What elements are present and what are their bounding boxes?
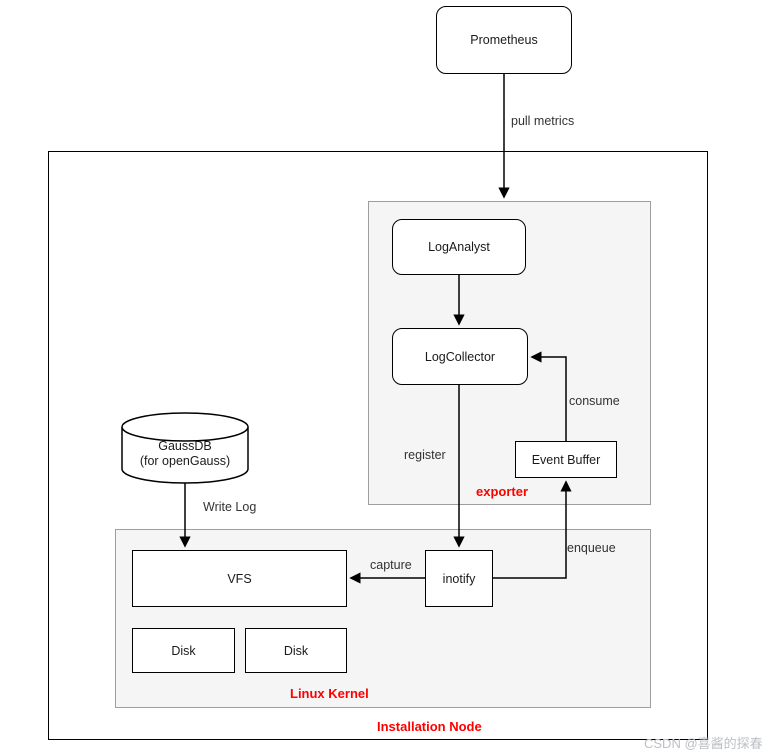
gaussdb-node-label: GaussDB (for openGauss) [122,439,248,469]
log-collector-label: LogCollector [424,349,496,364]
vfs-node: VFS [132,550,347,607]
disk-right-label: Disk [283,643,309,658]
exporter-container-label: exporter [476,484,529,499]
linux-kernel-container-label: Linux Kernel [290,686,369,701]
gaussdb-label-line2: (for openGauss) [139,454,231,468]
log-analyst-node: LogAnalyst [392,219,526,275]
disk-left-label: Disk [171,643,196,658]
log-analyst-label: LogAnalyst [428,240,490,254]
log-collector-node: LogCollector [392,328,528,385]
event-buffer-node: Event Buffer [515,441,617,478]
disk-right-node: Disk [245,628,347,673]
prometheus-label: Prometheus [470,33,538,47]
prometheus-node: Prometheus [436,6,572,74]
event-buffer-label: Event Buffer [531,452,601,467]
inotify-label: inotify [442,571,476,586]
gaussdb-label-line1: GaussDB [158,439,212,453]
disk-left-node: Disk [132,628,235,673]
vfs-label: VFS [227,571,252,586]
inotify-node: inotify [425,550,493,607]
write-log-label: Write Log [203,500,257,514]
csdn-watermark: CSDN @喜酱的探春 [644,736,763,751]
installation-node-container-label: Installation Node [377,719,482,734]
capture-label: capture [370,558,412,572]
consume-label: consume [569,394,620,408]
pull-metrics-label: pull metrics [511,114,575,128]
register-label: register [404,448,446,462]
enqueue-label: enqueue [567,541,616,555]
